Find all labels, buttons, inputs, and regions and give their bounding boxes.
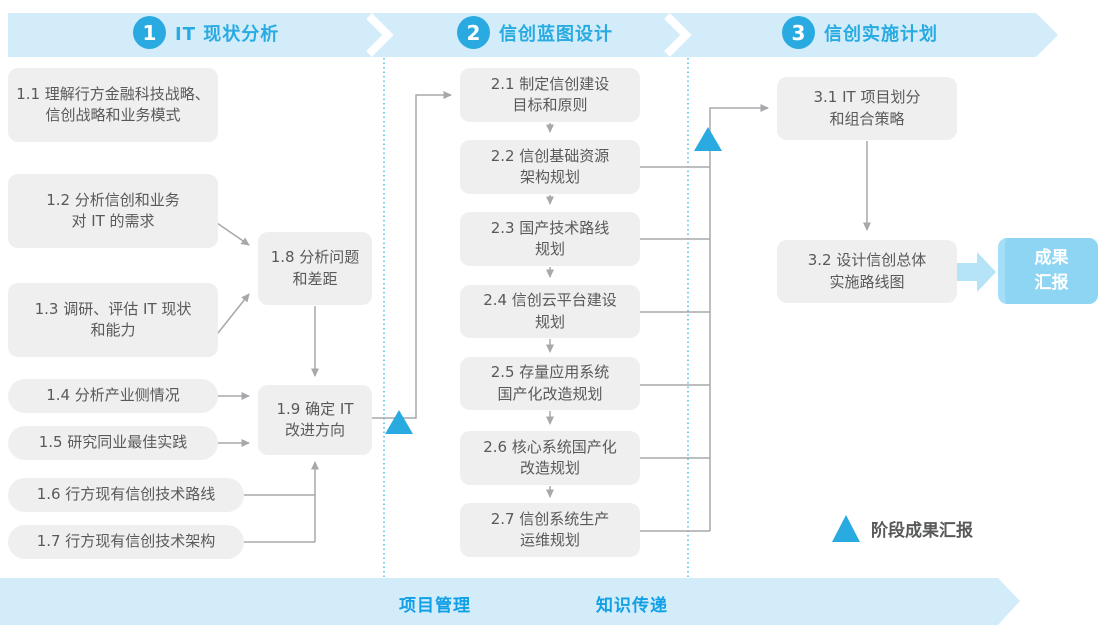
box-2-5-line1: 2.5 存量应用系统 bbox=[490, 363, 610, 382]
phase-header-3: 3 信创实施计划 bbox=[782, 16, 938, 49]
connector-1-2-to-1-8 bbox=[213, 220, 250, 246]
box-1-8-line1: 1.8 分析问题 bbox=[270, 248, 360, 267]
box-2-2: 2.2 信创基础资源 架构规划 bbox=[460, 140, 640, 194]
box-2-2-line1: 2.2 信创基础资源 bbox=[490, 146, 610, 165]
box-1-1-line1: 1.1 理解行方金融科技战略、 bbox=[16, 84, 210, 103]
box-1-5: 1.5 研究同业最佳实践 bbox=[8, 426, 218, 460]
box-2-5: 2.5 存量应用系统 国产化改造规划 bbox=[460, 357, 640, 410]
connector-1-9-to-2-1 bbox=[372, 91, 452, 419]
box-2-7-line1: 2.7 信创系统生产 bbox=[490, 509, 610, 528]
chevron-separator-1-icon bbox=[366, 13, 394, 57]
result-box: 成果 汇报 bbox=[998, 238, 1098, 304]
box-2-5-line2: 国产化改造规划 bbox=[497, 384, 603, 403]
box-1-4-line1: 1.4 分析产业侧情况 bbox=[46, 386, 180, 405]
bottom-label-project-management: 项目管理 bbox=[399, 596, 471, 616]
box-1-1: 1.1 理解行方金融科技战略、 信创战略和业务模式 bbox=[8, 68, 218, 142]
box-2-1-line2: 目标和原则 bbox=[512, 96, 588, 114]
box-2-2-line2: 架构规划 bbox=[519, 168, 580, 186]
box-2-1: 2.1 制定信创建设 目标和原则 bbox=[460, 68, 640, 122]
box-1-2: 1.2 分析信创和业务 对 IT 的需求 bbox=[8, 174, 218, 248]
box-2-1-line1: 2.1 制定信创建设 bbox=[490, 74, 610, 93]
box-3-1-line2: 和组合策略 bbox=[829, 109, 905, 128]
result-box-line1: 成果 bbox=[1034, 247, 1069, 268]
box-1-7: 1.7 行方现有信创技术架构 bbox=[8, 525, 244, 559]
box-3-2-line2: 实施路线图 bbox=[829, 272, 905, 291]
phase-header-2: 2 信创蓝图设计 bbox=[457, 16, 613, 49]
phase-1-number-badge: 1 bbox=[133, 16, 166, 49]
box-1-6-line1: 1.6 行方现有信创技术路线 bbox=[36, 485, 216, 504]
box-1-4: 1.4 分析产业侧情况 bbox=[8, 379, 218, 413]
box-1-3-line1: 1.3 调研、评估 IT 现状 bbox=[34, 299, 192, 318]
phase-3-title: 信创实施计划 bbox=[824, 23, 938, 45]
phase-2-number-badge: 2 bbox=[457, 16, 490, 49]
box-2-7: 2.7 信创系统生产 运维规划 bbox=[460, 503, 640, 557]
connectors bbox=[213, 91, 871, 543]
box-2-4-line2: 规划 bbox=[534, 312, 565, 331]
phase-2-title: 信创蓝图设计 bbox=[499, 23, 613, 45]
box-3-1-line1: 3.1 IT 项目划分 bbox=[813, 88, 921, 107]
box-2-4: 2.4 信创云平台建设 规划 bbox=[460, 285, 640, 338]
phase-header-1: 1 IT 现状分析 bbox=[133, 16, 279, 49]
box-2-7-line2: 运维规划 bbox=[519, 531, 580, 549]
box-2-3: 2.3 国产技术路线 规划 bbox=[460, 212, 640, 266]
legend-label: 阶段成果汇报 bbox=[871, 521, 973, 541]
legend: 阶段成果汇报 bbox=[832, 515, 973, 542]
connector-bus-to-3-1 bbox=[709, 104, 769, 531]
box-1-8-line2: 和差距 bbox=[292, 269, 338, 288]
box-3-2-line1: 3.2 设计信创总体 bbox=[807, 251, 927, 270]
box-3-1: 3.1 IT 项目划分 和组合策略 bbox=[777, 77, 957, 140]
result-block-arrow-icon bbox=[957, 252, 996, 292]
box-1-7-line1: 1.7 行方现有信创技术架构 bbox=[36, 532, 216, 551]
box-2-6-line2: 改造规划 bbox=[519, 459, 580, 477]
legend-triangle-icon bbox=[832, 515, 860, 542]
box-1-2-line2: 对 IT 的需求 bbox=[71, 212, 155, 230]
milestone-triangle-phase2-icon bbox=[694, 127, 722, 151]
box-1-6: 1.6 行方现有信创技术路线 bbox=[8, 478, 244, 512]
box-2-6-line1: 2.6 核心系统国产化 bbox=[483, 437, 617, 456]
box-1-9-line2: 改进方向 bbox=[284, 421, 345, 439]
box-2-6: 2.6 核心系统国产化 改造规划 bbox=[460, 431, 640, 485]
box-1-9-line1: 1.9 确定 IT bbox=[276, 399, 354, 418]
bottom-label-knowledge-transfer: 知识传递 bbox=[596, 596, 668, 616]
milestone-triangle-phase1-icon bbox=[385, 410, 413, 434]
connector-1-3-to-1-8 bbox=[213, 293, 250, 339]
box-2-3-line1: 2.3 国产技术路线 bbox=[490, 218, 610, 237]
box-1-3: 1.3 调研、评估 IT 现状 和能力 bbox=[8, 283, 218, 357]
chevron-separator-2-icon bbox=[664, 13, 692, 57]
box-1-3-line2: 和能力 bbox=[90, 321, 136, 339]
box-2-4-line1: 2.4 信创云平台建设 bbox=[483, 291, 617, 310]
phase-1-title: IT 现状分析 bbox=[175, 23, 280, 45]
box-1-8: 1.8 分析问题 和差距 bbox=[258, 232, 372, 305]
box-1-1-line2: 信创战略和业务模式 bbox=[45, 106, 181, 124]
phase-3-number-badge: 3 bbox=[782, 16, 815, 49]
result-box-line2: 汇报 bbox=[1034, 273, 1069, 293]
box-1-5-line1: 1.5 研究同业最佳实践 bbox=[38, 433, 188, 452]
box-1-9: 1.9 确定 IT 改进方向 bbox=[258, 385, 372, 455]
bottom-support-band bbox=[0, 578, 1020, 625]
box-2-3-line2: 规划 bbox=[534, 240, 565, 258]
box-3-2: 3.2 设计信创总体 实施路线图 bbox=[777, 240, 957, 303]
box-1-2-line1: 1.2 分析信创和业务 bbox=[46, 190, 180, 209]
